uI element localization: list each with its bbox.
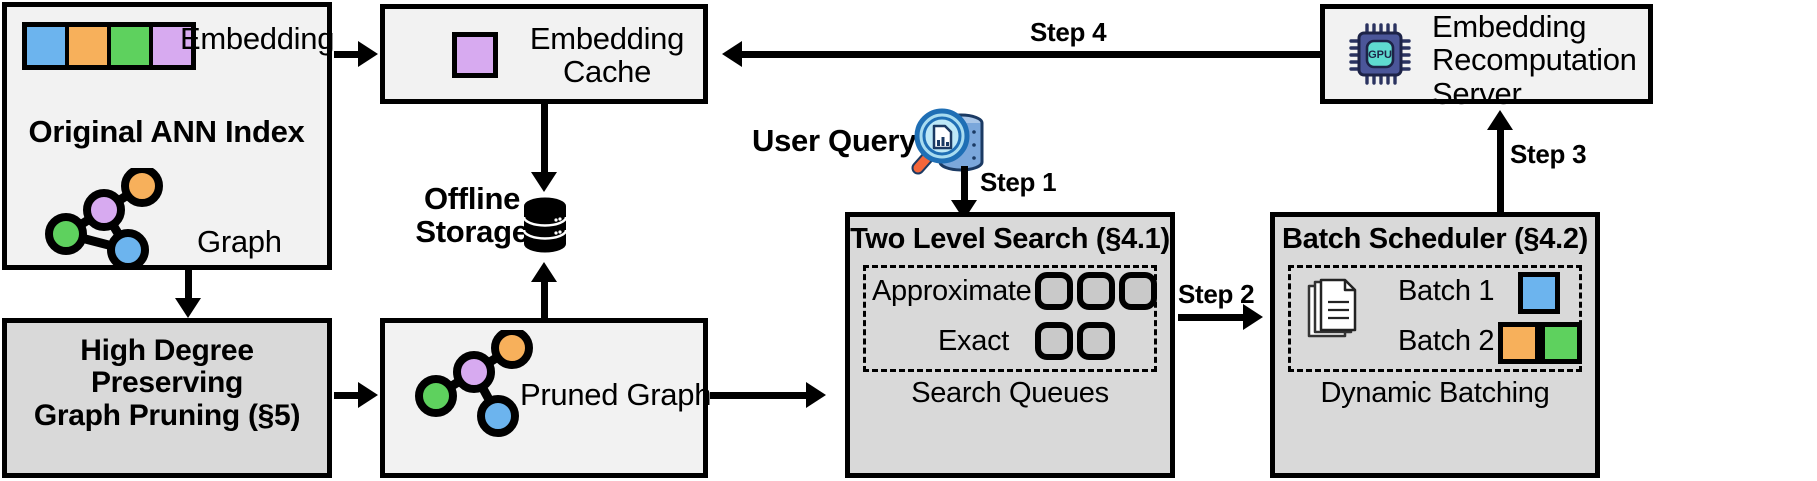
pruned-graph-label: Pruned Graph [520, 377, 712, 412]
step2-label: Step 2 [1178, 279, 1255, 309]
purple-node [453, 351, 495, 393]
green-node [45, 213, 87, 255]
arrow-cache-to-storage-head [531, 172, 557, 192]
embedding-swatch-green [111, 27, 149, 65]
user-query-label: User Query [752, 123, 917, 158]
arrow-index-to-pruning-line [185, 270, 192, 300]
arrow-index-to-cache-line [334, 51, 364, 58]
arrow-step2-head [1243, 304, 1263, 330]
arrow-step4-head [722, 41, 742, 67]
embedding-label: Embedding [180, 21, 335, 56]
approximate-slot-3[interactable] [1119, 272, 1157, 310]
search-database-icon [911, 108, 984, 175]
approximate-slot-2[interactable] [1077, 272, 1115, 310]
step1-label: Step 1 [980, 167, 1057, 197]
arrow-step2-line [1178, 314, 1248, 321]
blue-node [477, 395, 519, 437]
arrow-step1-line [961, 166, 968, 206]
search-queues-footer: Search Queues [911, 377, 1109, 409]
approximate-row-label: Approximate [872, 275, 1032, 307]
graph-label: Graph [197, 224, 282, 259]
arrow-pruning-to-pruned-head [358, 382, 378, 408]
embedding-swatch-blue [27, 27, 65, 65]
embedding-cache-box [380, 4, 708, 104]
embedding-swatch-strip [22, 22, 196, 70]
embedding-cache-label: Embedding Cache [529, 21, 685, 90]
batch-2-swatch-orange [1498, 322, 1540, 364]
documents-icon [1307, 278, 1357, 338]
graph-pruning-title: High Degree Preserving Graph Pruning (§5… [33, 334, 301, 432]
arrow-pruned-to-search-head [806, 382, 826, 408]
arrow-pruning-to-pruned-line [334, 392, 364, 399]
exact-slot-1[interactable] [1035, 322, 1073, 360]
dynamic-batching-footer: Dynamic Batching [1320, 377, 1550, 409]
step4-label: Step 4 [1030, 17, 1107, 47]
batch-scheduler-title: Batch Scheduler (§4.2) [1281, 223, 1589, 255]
arrow-pruned-to-search-line [710, 392, 812, 399]
gpu-chip-icon: GPU [1349, 23, 1411, 85]
blue-node [107, 229, 149, 268]
search-queues-region [863, 265, 1157, 372]
batch-2-swatch-green [1540, 322, 1582, 364]
orange-node [491, 330, 533, 369]
arrow-index-to-cache-head [358, 41, 378, 67]
two-level-search-box [845, 212, 1175, 478]
arrow-step4-line [740, 51, 1320, 58]
batch-2-label: Batch 2 [1398, 325, 1495, 357]
batch-1-swatch-blue [1518, 272, 1560, 314]
batch-1-label: Batch 1 [1398, 275, 1495, 307]
arrow-pruned-to-storage-head [531, 262, 557, 282]
green-node [415, 375, 457, 417]
arrow-step3-head [1487, 110, 1513, 130]
exact-row-label: Exact [938, 325, 1010, 357]
two-level-search-title: Two Level Search (§4.1) [850, 223, 1170, 255]
arrow-index-to-pruning-head [175, 298, 201, 318]
arrow-step3-line [1497, 128, 1504, 214]
approximate-slot-1[interactable] [1035, 272, 1073, 310]
orange-node [121, 168, 163, 207]
original-graph-figure [45, 168, 163, 268]
original-ann-index-title: Original ANN Index [28, 114, 305, 149]
database-icon [522, 197, 568, 253]
arrow-pruned-to-storage-line [541, 282, 548, 318]
embedding-swatch-orange [69, 27, 107, 65]
offline-storage-label: Offline Storage [415, 181, 529, 250]
embedding-swatch-purple [153, 27, 191, 65]
gpu-chip-text: GPU [1368, 49, 1392, 61]
embedding-cache-swatch [452, 32, 498, 78]
dynamic-batching-region [1288, 265, 1582, 372]
purple-node [83, 189, 125, 231]
exact-slot-2[interactable] [1077, 322, 1115, 360]
arrow-cache-to-storage-line [541, 104, 548, 172]
recomputation-server-label: Embedding Recomputation Server [1432, 9, 1637, 111]
graph-pruning-box [2, 318, 332, 478]
pruned-graph-figure [415, 330, 533, 437]
step3-label: Step 3 [1510, 139, 1587, 169]
